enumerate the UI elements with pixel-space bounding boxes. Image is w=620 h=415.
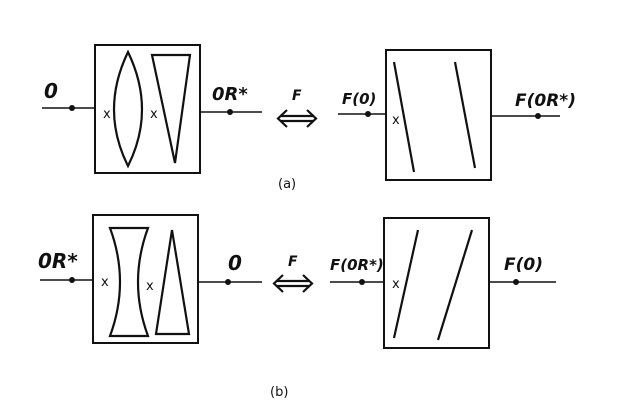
fringe-line xyxy=(436,229,474,341)
output-label-a: 0R* xyxy=(212,84,248,105)
hologram-output-label-a: F(0R*) xyxy=(515,91,576,111)
hologram-output-label-b: F(0) xyxy=(504,255,543,275)
beam-dot xyxy=(359,279,365,285)
marker-x: x xyxy=(101,275,109,290)
caption-b: (b) xyxy=(270,385,288,400)
beam-dot xyxy=(365,111,371,117)
fringe-line xyxy=(453,61,477,169)
row-a: 0 x x 0R* F F(0) x F(0R*) (a) xyxy=(42,44,576,192)
convex-lens-a xyxy=(112,49,144,169)
input-label-b: 0R* xyxy=(38,249,78,273)
fringe-line xyxy=(392,61,416,173)
hologram-input-label-b: F(0R*) xyxy=(330,256,384,274)
fringe-line xyxy=(392,229,420,339)
hologram-box-a xyxy=(385,49,492,181)
marker-x: x xyxy=(392,277,400,292)
marker-x: x xyxy=(146,279,154,294)
row-b: 0R* x x 0 F F(0R*) x F(0) (b) xyxy=(38,214,556,400)
prism-b xyxy=(154,229,191,336)
caption-a: (a) xyxy=(278,177,296,192)
marker-x: x xyxy=(103,107,111,122)
concave-lens-b xyxy=(108,226,150,338)
output-label-b: 0 xyxy=(228,251,242,275)
hologram-input-label-a: F(0) xyxy=(342,90,376,108)
marker-x: x xyxy=(150,107,158,122)
marker-x: x xyxy=(392,113,400,128)
transform-label-a: F xyxy=(292,88,302,104)
double-arrow-icon xyxy=(272,274,314,293)
beam-dot xyxy=(69,277,75,283)
beam-dot xyxy=(513,279,519,285)
double-arrow-icon xyxy=(276,109,318,128)
beam-dot xyxy=(69,105,75,111)
beam-dot xyxy=(535,113,541,119)
transform-label-b: F xyxy=(288,254,298,270)
beam-dot xyxy=(227,109,233,115)
hologram-box-b xyxy=(383,217,490,349)
optical-element-box-a xyxy=(94,44,201,174)
prism-a xyxy=(150,53,192,164)
input-label-a: 0 xyxy=(44,79,58,103)
beam-dot xyxy=(225,279,231,285)
